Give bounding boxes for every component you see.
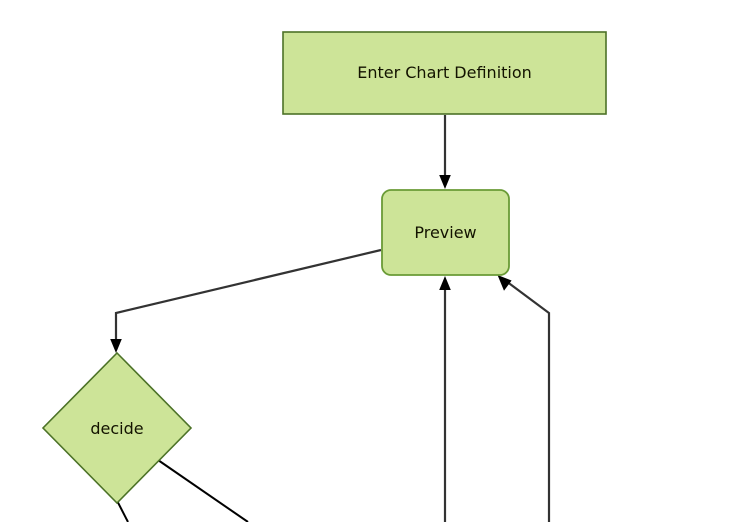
edge-layer (109, 115, 551, 522)
edge-bottom-center-preview[interactable] (439, 276, 451, 522)
arrowhead-icon (497, 275, 512, 291)
edge-bottom-right-preview[interactable] (497, 275, 551, 522)
node-decide[interactable] (41, 351, 193, 505)
edge-line (114, 248, 382, 342)
edge-line (505, 280, 551, 522)
arrowhead-icon (439, 175, 451, 189)
edge-preview-decide[interactable] (110, 248, 382, 353)
edge-enter-preview[interactable] (439, 115, 451, 189)
edge-decide-right[interactable] (157, 459, 249, 522)
arrowhead-icon (110, 339, 122, 353)
edge-line (157, 459, 249, 522)
arrowhead-icon (439, 276, 451, 290)
node-layer (41, 31, 607, 505)
node-enter-chart-definition[interactable] (282, 31, 607, 115)
node-preview[interactable] (381, 189, 510, 276)
